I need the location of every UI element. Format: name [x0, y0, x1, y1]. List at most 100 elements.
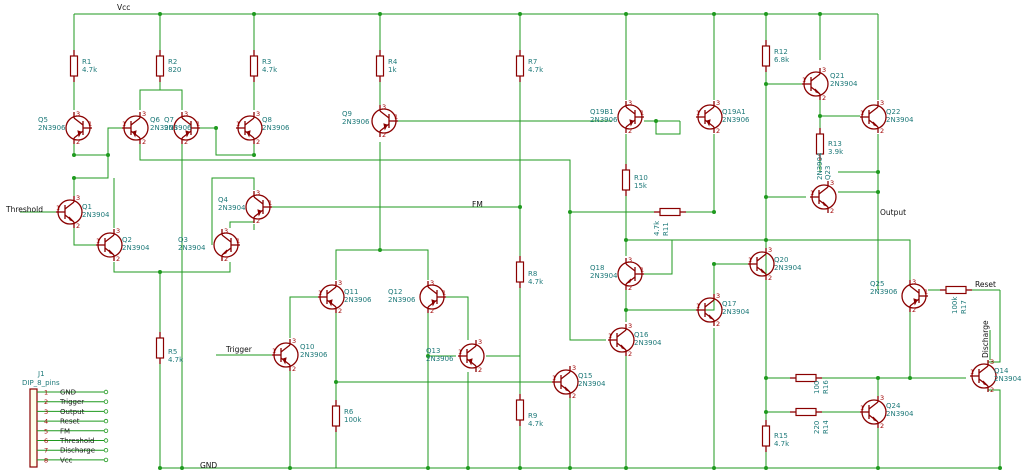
transistor-arrow: [706, 119, 711, 127]
resistor-value: 3.9k: [828, 148, 844, 156]
transistor-ref: Q5: [38, 116, 48, 124]
transistor-ref: Q19A1: [722, 108, 746, 116]
resistor-ref: R3: [262, 58, 271, 66]
resistor-body: [155, 337, 165, 359]
pin-number: 3: [142, 110, 146, 118]
pin-number: 3: [256, 110, 260, 118]
pin-number: 1: [56, 204, 60, 212]
wire: [215, 128, 255, 156]
transistor-ref: Q1: [82, 203, 92, 211]
pin-number: 2: [184, 138, 188, 146]
transistor-value: 2N3906: [300, 351, 328, 359]
resistor-ref: R4: [388, 58, 398, 66]
pin-number: 3: [572, 364, 576, 372]
resistor-value: 820: [168, 66, 181, 74]
transistor-value: 2N3906: [150, 124, 178, 132]
pin-number: 3: [256, 189, 260, 197]
resistor-value: 100: [813, 381, 821, 394]
pin-number: 3: [912, 278, 916, 286]
resistor-ref: R16: [822, 380, 830, 394]
junction-dot: [252, 12, 256, 16]
resistor-ref: R7: [528, 58, 537, 66]
transistor-value: 2N3904: [886, 116, 914, 124]
transistor-value: 2N3906: [388, 296, 416, 304]
resistor-body: [249, 55, 259, 77]
junction-dot: [764, 12, 768, 16]
transistor-arrow: [132, 130, 137, 138]
transistor-value: 2N3904: [722, 308, 750, 316]
net-label-fm: FM: [472, 200, 483, 209]
wire: [644, 240, 673, 275]
resistor-value: 4.7k: [774, 440, 790, 448]
transistor-value: 2N3906: [344, 296, 372, 304]
transistor-collector: [326, 286, 337, 295]
wire: [625, 290, 715, 311]
pin-number: 1: [552, 374, 556, 382]
transistor-arrow: [257, 209, 262, 217]
net-label-output: Output: [880, 208, 906, 217]
resistor-ref: R2: [168, 58, 177, 66]
pin-number: 1: [608, 332, 612, 340]
pin-number: 1: [860, 109, 864, 117]
transistor-ref: Q3: [178, 236, 188, 244]
junction-dot: [158, 12, 162, 16]
wire: [569, 212, 606, 341]
connector-pin-end: [103, 448, 109, 453]
pin-number: 2: [256, 138, 260, 146]
pin-number: 2: [768, 274, 772, 282]
resistor-value: 4.7k: [168, 356, 184, 364]
transistor-collector: [704, 299, 715, 308]
resistor-ref: R1: [82, 58, 91, 66]
transistor-arrow: [328, 299, 333, 307]
junction-dot: [876, 466, 880, 470]
pin-number: 2: [292, 365, 296, 373]
pin-number: 3: [430, 279, 434, 287]
transistor-collector: [818, 186, 829, 195]
pin-number: 2: [382, 131, 386, 139]
resistor-value: 6.8k: [774, 56, 790, 64]
pin-number: 1: [236, 120, 240, 128]
junction-dot: [624, 466, 628, 470]
resistor-value: 4.7k: [653, 220, 661, 236]
pin-number: 2: [990, 386, 994, 394]
junction-dot: [568, 210, 572, 214]
pin-number: 2: [912, 306, 916, 314]
wire: [380, 249, 429, 280]
transistor-collector: [810, 73, 821, 82]
resistor-body: [515, 399, 525, 421]
pin-number: 2: [880, 127, 884, 135]
transistor-ref: Q15: [578, 372, 592, 380]
resistor-value: 4.7k: [528, 420, 544, 428]
wire: [211, 177, 255, 245]
resistor-body: [815, 133, 825, 155]
junction-dot: [214, 126, 218, 130]
pin-number: 2: [116, 255, 120, 263]
transistor-value: 2N3904: [830, 80, 858, 88]
connector-pin-number: 4: [44, 418, 48, 426]
pin-number: 1: [924, 288, 928, 296]
junction-dot: [466, 466, 470, 470]
transistor-arrow: [913, 298, 918, 306]
junction-dot: [158, 466, 162, 470]
connector-pin-name: Output: [60, 408, 85, 416]
junction-dot: [378, 248, 382, 252]
transistor-ref: Q14: [994, 367, 1009, 375]
wire: [335, 142, 381, 280]
wire: [988, 290, 1001, 363]
junction-dot: [876, 190, 880, 194]
transistor-value: 2N3906: [426, 355, 454, 363]
connector-pin-name: Trigger: [59, 398, 84, 406]
